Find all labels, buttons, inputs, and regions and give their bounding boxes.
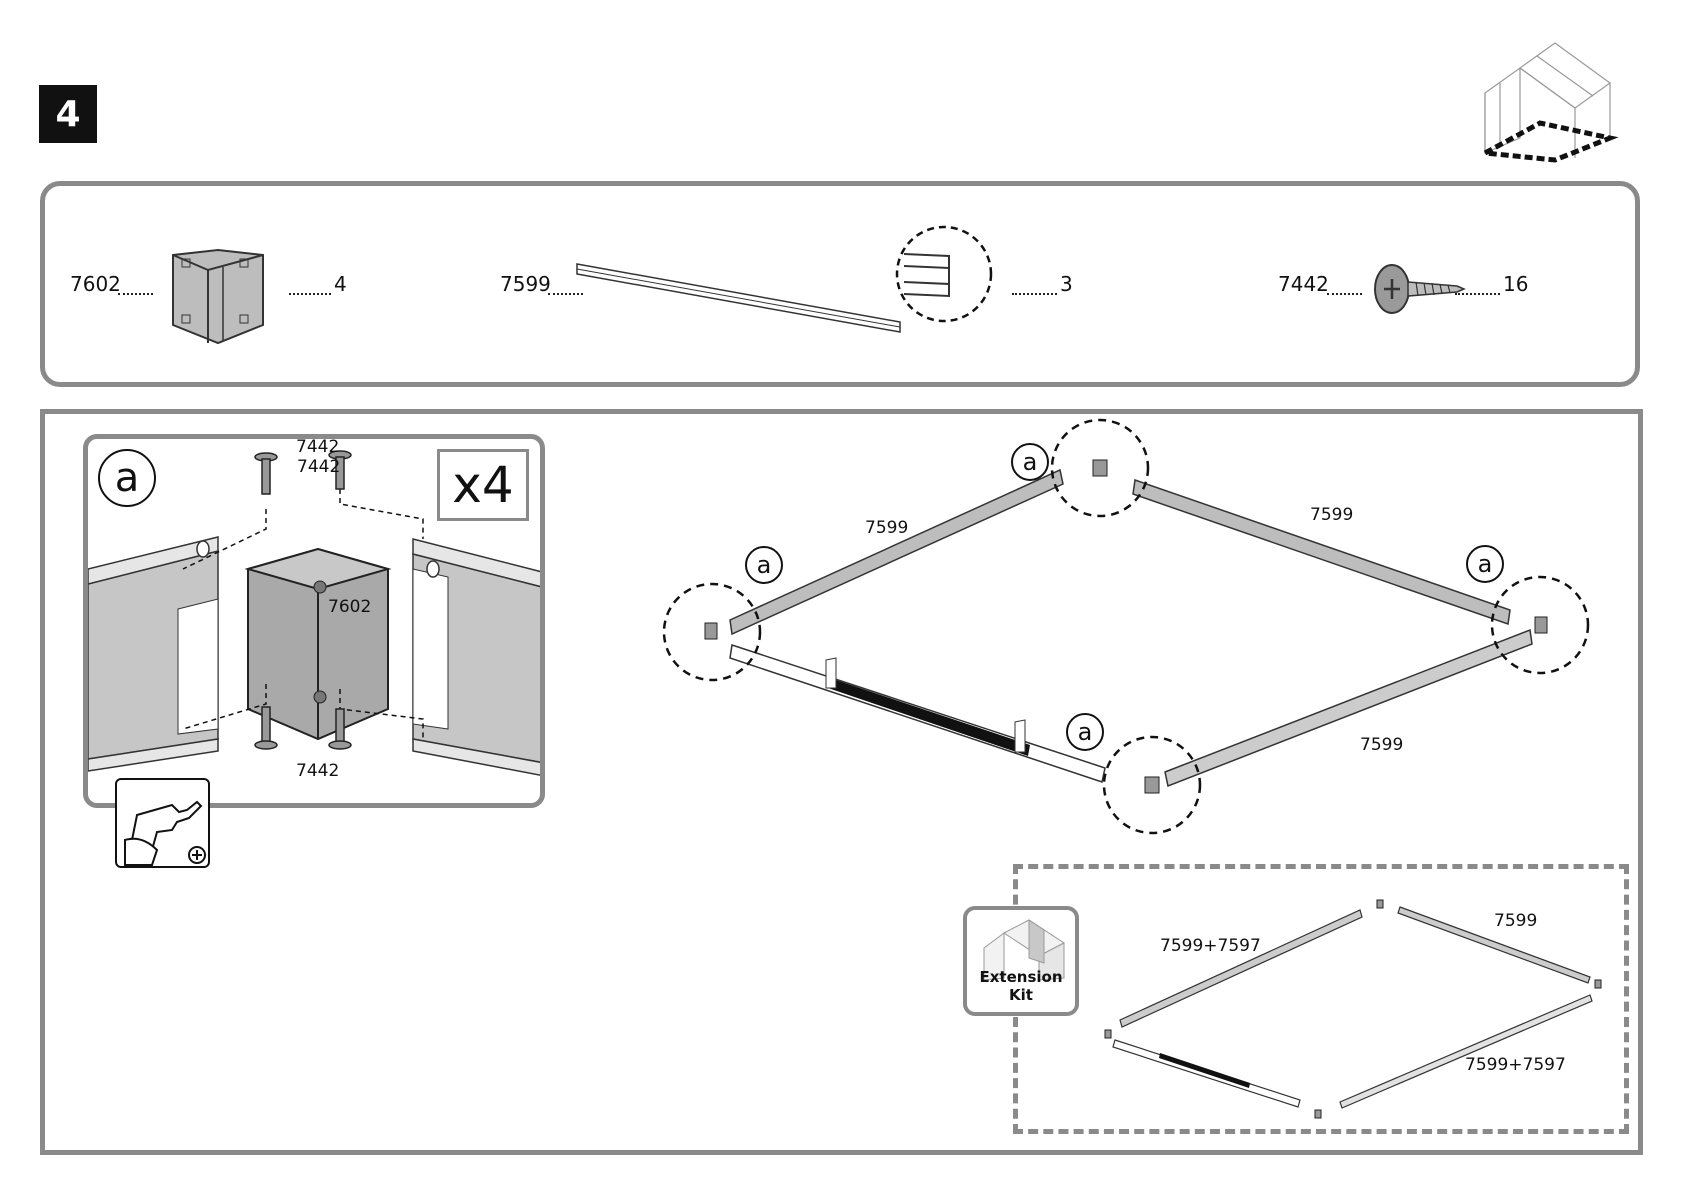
leader-dots [289, 293, 331, 295]
leader-dots [118, 293, 153, 295]
profile-label-back-right: 7599 [1310, 505, 1353, 525]
leader-dots [1327, 293, 1362, 295]
extension-label-back-left: 7599+7597 [1160, 936, 1261, 956]
leader-dots [1455, 293, 1500, 295]
profile-end-detail-icon [894, 224, 994, 324]
extension-kit-badge: Extension Kit [963, 906, 1079, 1016]
callout-a-left-corner: a [745, 546, 783, 584]
part-code-7602: 7602 [70, 272, 121, 296]
drill-tool-badge [115, 778, 210, 868]
leader-dots [1012, 293, 1057, 295]
part-qty-7442: 16 [1503, 272, 1528, 296]
base-frame-diagram [650, 420, 1600, 840]
screw-label-top-outer: 7442 [297, 457, 340, 477]
callout-letter: a [1078, 718, 1093, 746]
extension-kit-label: Extension Kit [967, 968, 1075, 1004]
part-qty-7599: 3 [1060, 272, 1073, 296]
callout-letter: a [757, 551, 772, 579]
greenhouse-base-overview-icon [1475, 38, 1625, 163]
callout-a-badge: a [98, 449, 156, 507]
callout-a-letter: a [115, 455, 140, 501]
part-code-7442: 7442 [1278, 272, 1329, 296]
screw-label-top: 7442 [296, 437, 339, 457]
screw-label-bottom: 7442 [296, 761, 339, 781]
multiplier-text: x4 [452, 456, 513, 514]
callout-a-back-corner: a [1011, 443, 1049, 481]
multiplier-badge: x4 [437, 449, 529, 521]
profile-label-front-right: 7599 [1360, 735, 1403, 755]
part-code-7599: 7599 [500, 272, 551, 296]
extension-label-front-right: 7599+7597 [1465, 1055, 1566, 1075]
corner-connector-icon [168, 245, 268, 345]
part-qty-7602: 4 [334, 272, 347, 296]
callout-letter: a [1023, 448, 1038, 476]
extension-label-back-right: 7599 [1494, 911, 1537, 931]
profile-label-back-left: 7599 [865, 518, 908, 538]
callout-a-front-corner: a [1066, 713, 1104, 751]
connector-label: 7602 [328, 597, 371, 617]
callout-a-right-corner: a [1466, 545, 1504, 583]
drill-icon [117, 780, 212, 870]
base-profile-icon [575, 262, 900, 342]
step-number-badge: 4 [39, 85, 97, 143]
screw-icon [1372, 262, 1467, 316]
callout-letter: a [1478, 550, 1493, 578]
step-number: 4 [55, 94, 80, 135]
